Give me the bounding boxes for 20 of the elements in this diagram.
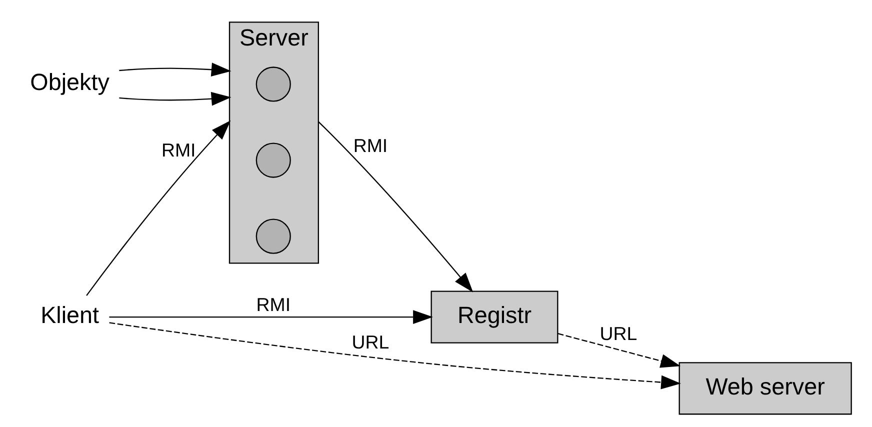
edge-label: RMI — [353, 134, 388, 156]
node-circle — [256, 66, 291, 102]
arrow — [109, 310, 433, 324]
cluster: Server — [228, 22, 319, 264]
node-circle — [256, 218, 291, 254]
arrow — [318, 121, 474, 292]
node-box: Web server — [678, 362, 852, 415]
arrow — [119, 92, 232, 106]
edge-label: URL — [600, 323, 638, 344]
node-box: Registr — [430, 290, 558, 344]
arrow — [119, 62, 232, 77]
node-circle — [256, 142, 291, 178]
edge-label: URL — [352, 331, 390, 352]
edge-label: RMI — [161, 140, 196, 161]
arrow — [558, 333, 681, 368]
arrow — [86, 120, 231, 296]
arrow — [109, 322, 681, 390]
node-text: Klient — [40, 302, 100, 328]
node-text: Objekty — [30, 69, 110, 96]
edge-label: RMI — [256, 294, 291, 315]
